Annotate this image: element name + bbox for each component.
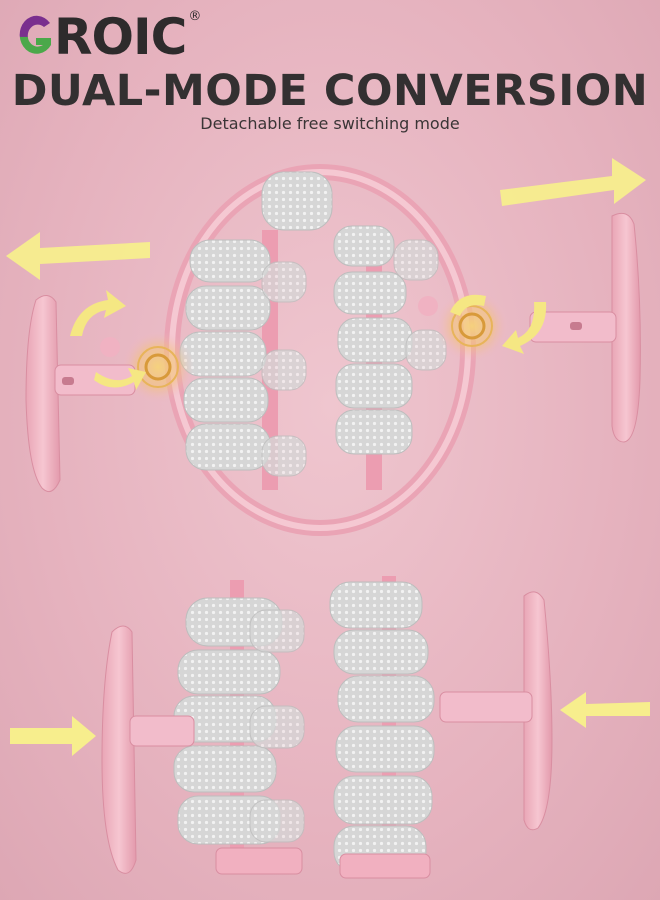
right-t-handle (529, 212, 641, 443)
arrow-in-left-icon (10, 716, 96, 756)
page-title: DUAL-MODE CONVERSION (11, 66, 649, 116)
brand-logo-text: ROIC (54, 8, 187, 66)
brand-logo-g (14, 4, 54, 70)
ring-left-roller-stack (179, 230, 307, 490)
top-roller-cap (261, 171, 333, 231)
bottom-right-half (329, 576, 435, 879)
arrow-left-top-icon (6, 232, 150, 280)
bottom-right-t-handle (439, 591, 553, 831)
page-subtitle: Detachable free switching mode (200, 114, 460, 133)
brand-g-icon (19, 15, 51, 54)
ring-right-roller-stack (333, 225, 447, 490)
arrow-right-top-icon (500, 158, 646, 206)
bottom-left-half (173, 580, 305, 875)
bottom-left-t-handle (101, 625, 195, 874)
registered-mark: ® (188, 9, 202, 24)
arrow-in-right-icon (560, 692, 650, 728)
rotate-arrow-left-icon (70, 290, 146, 390)
left-connector-glow (122, 331, 194, 403)
brand-logo: ROIC ® (14, 4, 201, 70)
rotate-arrow-right-icon (450, 294, 547, 354)
